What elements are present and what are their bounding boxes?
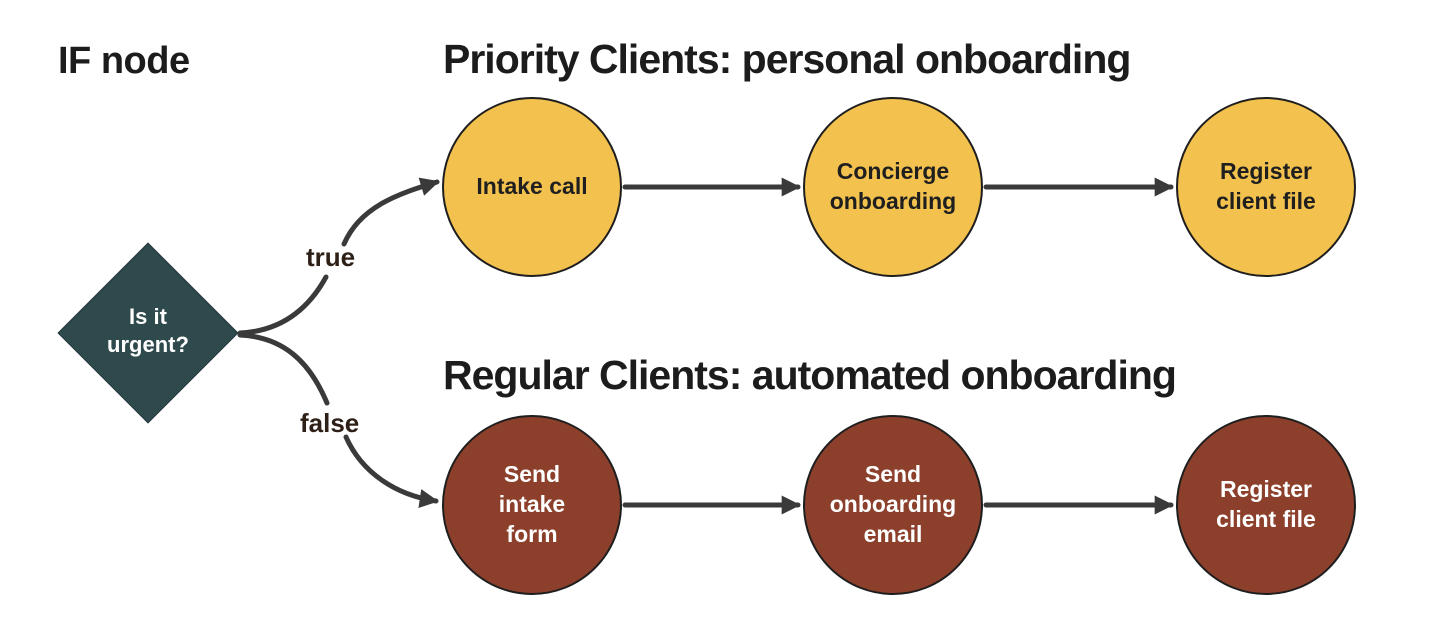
decision-node-label: Is it urgent? <box>107 304 189 357</box>
node-intake-call: Intake call <box>442 97 622 277</box>
node-register-client-file-regular: Register client file <box>1176 415 1356 595</box>
node-concierge-onboarding: Concierge onboarding <box>803 97 983 277</box>
edge-label-true: true <box>306 242 356 272</box>
edge-label-false: false <box>300 408 360 438</box>
node-label: Intake call <box>476 173 588 200</box>
edge-true-curve-segment-1 <box>237 274 329 336</box>
edges-group <box>237 177 1174 515</box>
node-label: Send intake form <box>498 461 566 547</box>
node-register-client-file-priority: Register client file <box>1176 97 1356 277</box>
node-send-onboarding-email: Send onboarding email <box>803 415 983 595</box>
false-branch-heading: Regular Clients: automated onboarding <box>443 352 1177 398</box>
node-send-intake-form: Send intake form <box>442 415 622 595</box>
page-title: IF node <box>58 40 190 82</box>
edge-true-curve-segment-2 <box>341 177 440 247</box>
node-label: Send onboarding email <box>829 461 957 547</box>
node-label: Concierge onboarding <box>829 158 957 214</box>
edge-false-curve-segment-2 <box>343 434 439 508</box>
node-label: Register client file <box>1216 158 1316 214</box>
node-label: Register client file <box>1216 476 1316 532</box>
edge-false-curve-segment-1 <box>237 332 330 406</box>
true-branch-heading: Priority Clients: personal onboarding <box>443 36 1131 82</box>
